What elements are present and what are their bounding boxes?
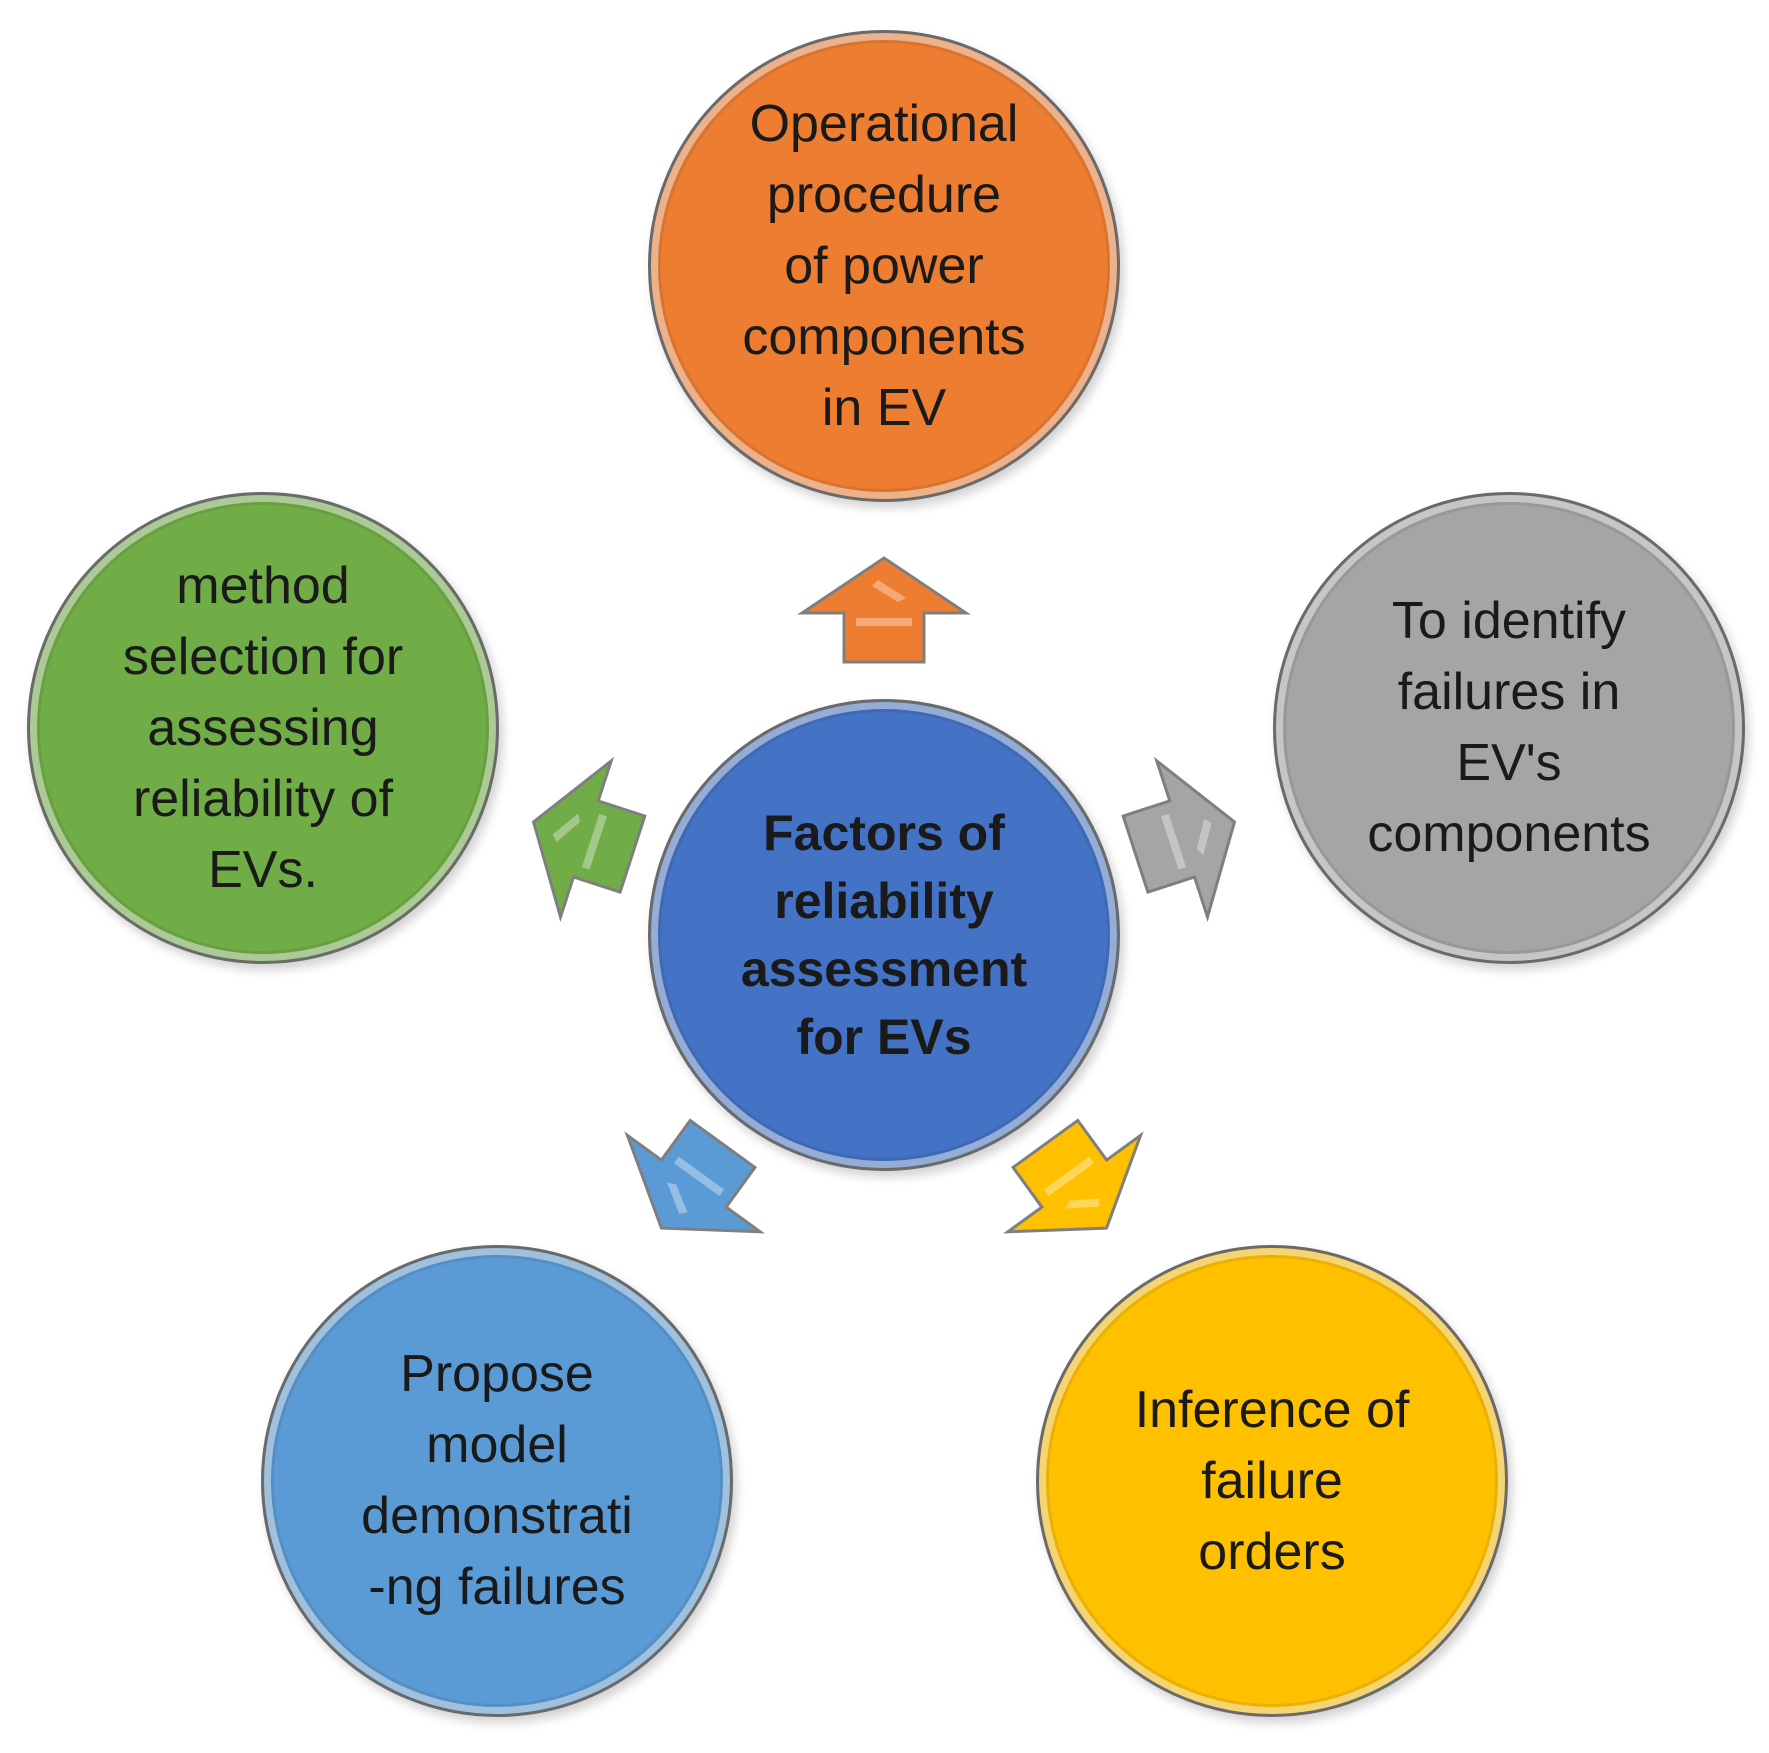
right-node: To identify failures in EV's components <box>1273 492 1745 964</box>
arrow-to-top <box>800 556 968 664</box>
bottom-left-line-1: Propose <box>400 1345 594 1403</box>
top-node: Operational procedure of power component… <box>648 30 1120 502</box>
bottom-right-line-1: Inference of <box>1134 1380 1410 1439</box>
right-line-1: To identify <box>1391 592 1627 650</box>
top-line-5: in EV <box>821 378 947 437</box>
bottom-right-node: Inference of failure orders <box>1036 1245 1508 1717</box>
bottom-left-node-label: Propose model demonstrati -ng failures <box>321 1339 673 1623</box>
right-line-3: EV's <box>1456 734 1562 792</box>
left-line-5: EVs. <box>208 840 318 899</box>
center-line-4: for EVs <box>796 1009 972 1065</box>
right-line-2: failures in <box>1397 663 1621 721</box>
left-node: method selection for assessing reliabili… <box>27 492 499 964</box>
top-node-label: Operational procedure of power component… <box>702 89 1065 444</box>
top-line-2: procedure <box>766 165 1002 224</box>
center-line-2: reliability <box>774 873 994 929</box>
center-node-label: Factors of reliability assessment for EV… <box>701 799 1067 1071</box>
top-line-4: components <box>742 307 1026 366</box>
center-node: Factors of reliability assessment for EV… <box>648 699 1120 1171</box>
top-line-1: Operational <box>749 94 1019 153</box>
center-line-3: assessment <box>740 941 1028 997</box>
bottom-right-line-2: failure <box>1201 1451 1343 1510</box>
left-node-label: method selection for assessing reliabili… <box>83 551 443 906</box>
bottom-left-node: Propose model demonstrati -ng failures <box>261 1245 733 1717</box>
arrow-to-right <box>1108 742 1262 934</box>
left-line-1: method <box>176 556 350 615</box>
bottom-left-line-3: demonstrati <box>361 1487 633 1545</box>
arrow-to-left <box>506 742 660 934</box>
left-line-2: selection for <box>122 627 404 686</box>
bottom-right-node-label: Inference of failure orders <box>1095 1375 1450 1588</box>
bottom-right-line-3: orders <box>1198 1522 1346 1581</box>
right-line-4: components <box>1367 805 1651 863</box>
bottom-left-line-4: -ng failures <box>368 1558 626 1616</box>
center-line-1: Factors of <box>763 805 1005 861</box>
right-node-label: To identify failures in EV's components <box>1327 586 1690 870</box>
left-line-3: assessing <box>147 698 379 757</box>
bottom-left-line-2: model <box>426 1416 568 1474</box>
left-line-4: reliability of <box>132 769 394 828</box>
top-line-3: of power <box>784 236 984 295</box>
